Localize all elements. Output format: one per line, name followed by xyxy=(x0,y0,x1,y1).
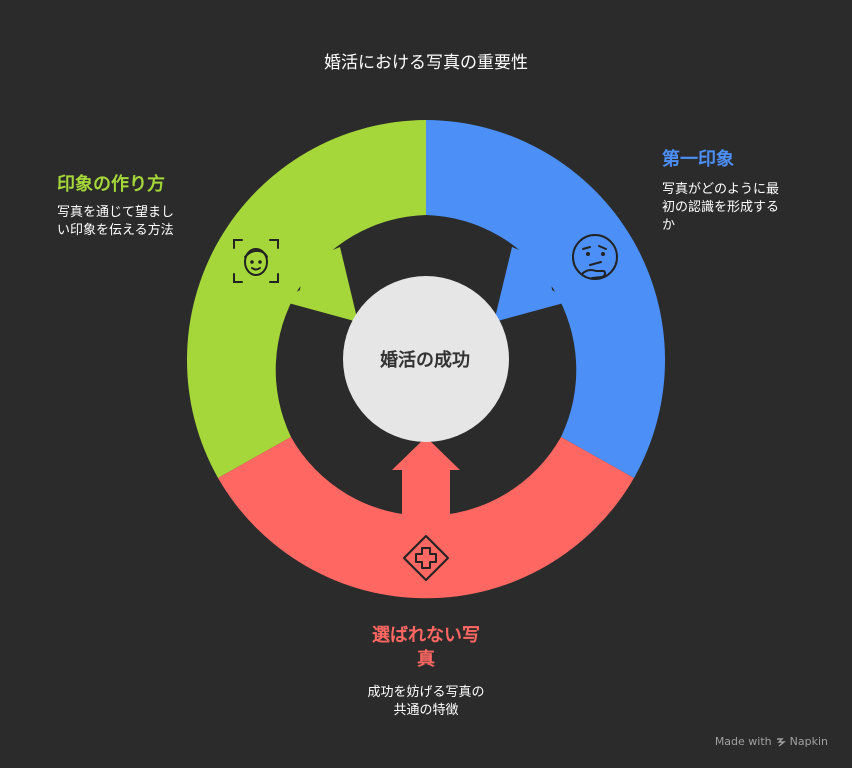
description-line: 成功を妨げる写真の xyxy=(367,685,485,700)
heading-first-impression: 第一印象 xyxy=(662,149,734,170)
thinking-face-icon xyxy=(572,234,618,280)
description-line: 写真がどのように最 xyxy=(662,182,780,197)
center-label: 婚活の成功 xyxy=(380,350,470,371)
center-circle xyxy=(343,276,509,442)
arrow-red xyxy=(392,437,460,520)
heading-impression-making: 印象の作り方 xyxy=(57,174,165,195)
description-line: 共通の特徴 xyxy=(393,703,459,718)
first-aid-diamond-icon xyxy=(403,535,449,581)
heading-line: 選ばれない写 xyxy=(372,625,480,646)
made-with-label: Made with xyxy=(714,735,772,748)
description-line: 初の認識を形成する xyxy=(662,200,780,215)
face-scan-icon xyxy=(233,239,279,283)
heading-line: 真 xyxy=(417,649,435,670)
segment-blue xyxy=(426,120,666,478)
napkin-brand-label: Napkin xyxy=(789,735,828,748)
arrow-green xyxy=(281,247,358,322)
description-first-impression: 写真がどのように最 初の認識を形成する か xyxy=(662,181,779,235)
diagram-title: 婚活における写真の重要性 xyxy=(324,53,528,73)
arrow-blue xyxy=(494,247,571,322)
description-line: い印象を伝える方法 xyxy=(57,223,174,238)
description-line: 写真を通じて望まし xyxy=(57,205,175,220)
description-line: か xyxy=(662,218,676,233)
heading-unselected-photos: 選ばれない写 真 xyxy=(326,624,526,672)
napkin-logo-icon xyxy=(776,737,786,747)
description-impression-making: 写真を通じて望まし い印象を伝える方法 xyxy=(57,204,174,240)
description-unselected-photos: 成功を妨げる写真の 共通の特徴 xyxy=(326,684,526,720)
segment-green xyxy=(186,120,426,478)
made-with-napkin-badge[interactable]: Made with Napkin xyxy=(715,735,828,748)
